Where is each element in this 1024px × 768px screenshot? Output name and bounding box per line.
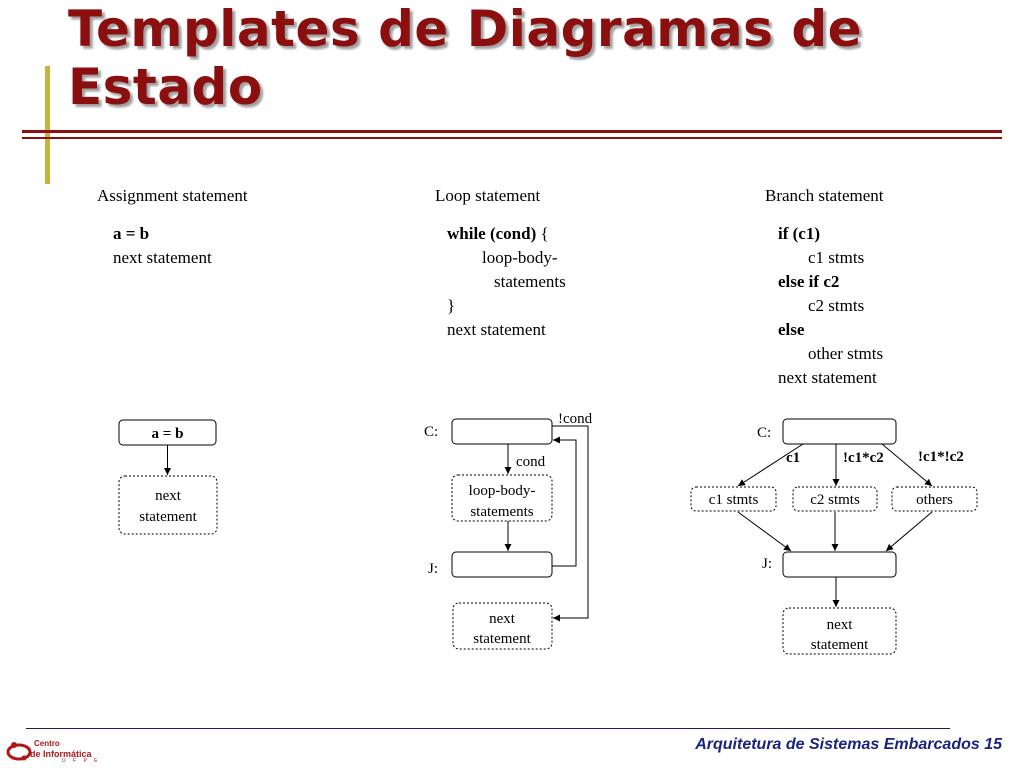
next-label-line1: next bbox=[827, 617, 854, 633]
next-statement-box bbox=[782, 607, 897, 655]
state-box-join bbox=[782, 551, 897, 578]
title-rule-thick bbox=[22, 130, 1002, 133]
code-line: other stmts bbox=[808, 344, 884, 363]
state-box-cond bbox=[451, 418, 553, 445]
state-label-j: J: bbox=[762, 556, 772, 572]
next-label-line1: next bbox=[155, 488, 182, 504]
code-line: c2 stmts bbox=[808, 296, 865, 315]
transition-arrow-c1 bbox=[737, 443, 804, 487]
edge-label-c1: c1 bbox=[786, 450, 800, 466]
cin-logo bbox=[6, 742, 32, 761]
transition-arrow bbox=[737, 511, 792, 552]
assignment-diagram: a = b next statement bbox=[118, 419, 218, 535]
edge-label-cond: cond bbox=[516, 454, 546, 470]
title-rule-thin bbox=[22, 137, 1002, 139]
state-label: a = b bbox=[152, 426, 184, 442]
logo-text: Centro bbox=[34, 739, 60, 748]
others-box bbox=[891, 486, 978, 512]
c2-stmts-box bbox=[792, 486, 878, 512]
c1-stmts-label: c1 stmts bbox=[709, 492, 759, 508]
state-label-j: J: bbox=[428, 561, 438, 577]
loop-body-box bbox=[451, 474, 553, 522]
code-line: while (cond) { bbox=[447, 222, 566, 246]
c1-stmts-box bbox=[690, 486, 777, 512]
footer-rule bbox=[26, 728, 950, 729]
code-line: next statement bbox=[113, 248, 212, 267]
next-statement-box bbox=[452, 602, 553, 650]
loop-back-arrow bbox=[552, 436, 577, 567]
loop-body-line2: statements bbox=[470, 504, 533, 520]
next-label-line2: statement bbox=[473, 631, 531, 647]
state-label-c: C: bbox=[757, 425, 771, 441]
loop-diagram: C: !cond cond loop-body- statements J: n… bbox=[424, 411, 593, 650]
loop-body-line1: loop-body- bbox=[469, 483, 536, 499]
footer-text: Arquitetura de Sistemas Embarcados 15 bbox=[695, 736, 1002, 753]
logo-dot bbox=[11, 742, 17, 748]
c2-stmts-label: c2 stmts bbox=[810, 492, 860, 508]
branch-diagram: C: c1 !c1*c2 !c1*!c2 c1 stmts c2 stmts o… bbox=[690, 418, 978, 655]
edge-label-notcond: !cond bbox=[558, 411, 593, 427]
state-label-c: C: bbox=[424, 424, 438, 440]
code-line: c1 stmts bbox=[808, 248, 865, 267]
logo-text: de Informática bbox=[30, 749, 92, 759]
page-title: Templates de Diagramas de Estado bbox=[68, 0, 863, 116]
next-label-line2: statement bbox=[811, 637, 869, 653]
edge-label-c2: !c1*c2 bbox=[843, 450, 884, 466]
loop-exit-arrow bbox=[552, 425, 589, 622]
logo-mark bbox=[6, 743, 32, 761]
state-box-cond bbox=[782, 418, 897, 445]
code-line: } bbox=[447, 296, 456, 315]
code-line: if (c1) bbox=[778, 224, 821, 243]
code-text: { bbox=[536, 224, 549, 243]
code-line: loop-body- bbox=[482, 248, 558, 267]
next-label-line2: statement bbox=[139, 509, 197, 525]
code-line: next statement bbox=[778, 368, 877, 387]
code-line: statements bbox=[494, 272, 566, 291]
transition-arrow bbox=[885, 511, 933, 552]
logo-text: U F P E bbox=[62, 758, 101, 764]
others-label: others bbox=[916, 492, 953, 508]
edge-label-other: !c1*!c2 bbox=[918, 449, 964, 465]
code-keyword: while (cond) bbox=[447, 224, 537, 243]
state-box-join bbox=[451, 551, 553, 578]
branch-code: if (c1) c1 stmts else if c2 c2 stmts els… bbox=[778, 222, 883, 390]
code-line: next statement bbox=[447, 320, 546, 339]
next-label-line1: next bbox=[489, 611, 516, 627]
logo-dot bbox=[21, 755, 27, 761]
assignment-heading: Assignment statement bbox=[97, 186, 248, 205]
code-line: else if c2 bbox=[778, 272, 840, 291]
code-line: else bbox=[778, 320, 805, 339]
branch-heading: Branch statement bbox=[765, 186, 884, 205]
loop-heading: Loop statement bbox=[435, 186, 541, 205]
loop-code: while (cond) { loop-body- statements } n… bbox=[447, 222, 566, 342]
assignment-code: a = b next statement bbox=[113, 222, 212, 270]
title-accent-bar bbox=[45, 66, 50, 184]
next-statement-box bbox=[118, 475, 218, 535]
transition-arrow-other bbox=[881, 443, 933, 487]
code-line: a = b bbox=[113, 224, 150, 243]
